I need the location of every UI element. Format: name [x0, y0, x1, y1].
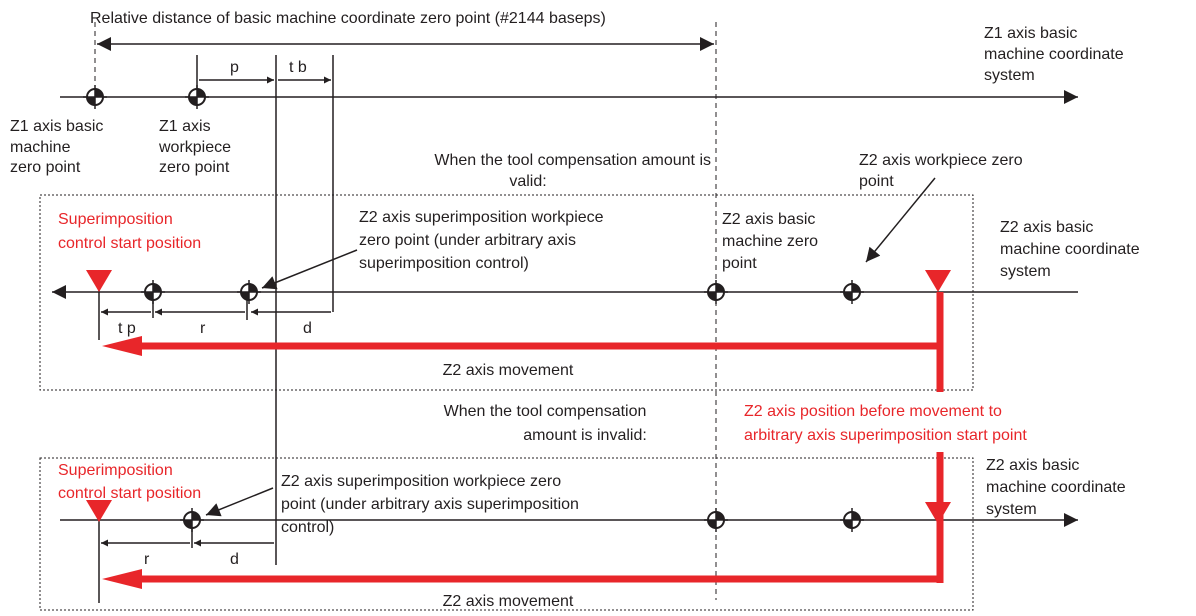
svg-text:Z1 axis basic: Z1 axis basic: [10, 118, 103, 135]
z2-movement-arrowhead-2: [102, 569, 142, 589]
z2-coord-system-label-2: Z2 axis basic machine coordinate system: [986, 457, 1126, 518]
r-label-2: r: [144, 551, 150, 568]
z2-workpiece-zero-symbol-left: [140, 279, 166, 305]
r-label-1: r: [200, 320, 206, 337]
svg-text:control start position: control start position: [58, 485, 201, 502]
svg-text:Z2 axis position before movem: Z2 axis position before movement to: [744, 403, 1002, 420]
z2-sup-wp-zero-pointer-2: [205, 487, 274, 517]
svg-text:Z1 axis basic: Z1 axis basic: [984, 25, 1077, 42]
baseps-label: Relative distance of basic machine coord…: [90, 10, 606, 27]
svg-text:Superimposition: Superimposition: [58, 462, 173, 479]
d-label-2: d: [230, 551, 239, 568]
svg-text:machine coordinate: machine coordinate: [984, 46, 1124, 63]
superimposition-start-marker-1: [86, 270, 112, 292]
tb-label: t b: [289, 59, 307, 76]
svg-text:When the tool compensation: When the tool compensation: [444, 403, 647, 420]
svg-text:machine: machine: [10, 139, 71, 156]
svg-text:point (under arbitrary axis su: point (under arbitrary axis superimposit…: [281, 496, 579, 513]
svg-text:point: point: [859, 173, 894, 190]
invalid-case-box: [39, 457, 974, 611]
p-label: p: [230, 59, 239, 76]
svg-text:valid:: valid:: [509, 173, 546, 190]
z2-movement-arrowhead-1: [102, 336, 142, 356]
z2-position-before-label: Z2 axis position before movement to arbi…: [744, 403, 1027, 444]
tp-label: t p: [118, 320, 136, 337]
z2-workpiece-zero-symbol-1: [839, 279, 865, 305]
z2-machine-zero-symbol-1: [703, 279, 729, 305]
svg-text:amount is invalid:: amount is invalid:: [523, 427, 647, 444]
svg-text:When the tool compensation amo: When the tool compensation amount is: [434, 152, 711, 169]
svg-text:Z2 axis basic: Z2 axis basic: [722, 211, 815, 228]
d-label-1: d: [303, 320, 312, 337]
svg-text:machine coordinate: machine coordinate: [1000, 241, 1140, 258]
svg-text:machine coordinate: machine coordinate: [986, 479, 1126, 496]
svg-text:zero point: zero point: [10, 159, 81, 176]
superimposition-start-label-2: Superimposition control start position: [58, 462, 201, 502]
z2-workpiece-zero-label: Z2 axis workpiece zero point: [859, 152, 1023, 190]
invalid-heading: When the tool compensation amount is inv…: [444, 403, 647, 444]
valid-heading: When the tool compensation amount is val…: [434, 152, 711, 190]
svg-text:control start position: control start position: [58, 235, 201, 252]
z2-machine-zero-label: Z2 axis basic machine zero point: [722, 211, 818, 272]
svg-text:machine zero: machine zero: [722, 233, 818, 250]
svg-text:workpiece: workpiece: [158, 139, 231, 156]
z2-coord-system-label-1: Z2 axis basic machine coordinate system: [1000, 219, 1140, 280]
svg-text:Z2 axis basic: Z2 axis basic: [1000, 219, 1093, 236]
svg-text:arbitrary axis superimposition: arbitrary axis superimposition start poi…: [744, 427, 1027, 444]
svg-text:Z2 axis basic: Z2 axis basic: [986, 457, 1079, 474]
z2-workpiece-zero-pointer: [865, 177, 936, 263]
z2-superimposition-workpiece-zero-label-1: Z2 axis superimposition workpiece zero p…: [359, 209, 604, 272]
z2-movement-label-1: Z2 axis movement: [443, 362, 574, 379]
z1-coord-system-label: Z1 axis basic machine coordinate system: [984, 25, 1124, 84]
z2-machine-zero-symbol-2: [703, 507, 729, 533]
z2-superimposition-workpiece-zero-label-2: Z2 axis superimposition workpiece zero p…: [281, 473, 579, 536]
z2-current-position-marker-1: [925, 270, 951, 292]
svg-text:control): control): [281, 519, 334, 536]
svg-text:point: point: [722, 255, 757, 272]
svg-text:zero point (under arbitrary ax: zero point (under arbitrary axis: [359, 232, 576, 249]
svg-text:Z1 axis: Z1 axis: [159, 118, 211, 135]
z2-sup-wp-zero-symbol-1: [236, 279, 262, 305]
svg-text:Z2 axis workpiece zero: Z2 axis workpiece zero: [859, 152, 1023, 169]
svg-text:zero point: zero point: [159, 159, 230, 176]
z2-sup-wp-zero-symbol-2: [179, 507, 205, 533]
z2-workpiece-zero-symbol-2: [839, 507, 865, 533]
z1-workpiece-zero-label: Z1 axis workpiece zero point: [158, 118, 231, 176]
svg-text:system: system: [986, 501, 1037, 518]
svg-text:Z2 axis superimposition workpi: Z2 axis superimposition workpiece: [359, 209, 604, 226]
z1-machine-zero-label: Z1 axis basic machine zero point: [10, 118, 103, 176]
svg-text:Z2 axis superimposition workpi: Z2 axis superimposition workpiece zero: [281, 473, 561, 490]
superimposition-start-marker-2: [86, 500, 112, 522]
superimposition-start-label-1: Superimposition control start position: [58, 211, 201, 252]
z1-workpiece-zero-symbol: [184, 84, 210, 110]
z2-movement-label-2: Z2 axis movement: [443, 593, 574, 610]
z1-machine-zero-symbol: [82, 84, 108, 110]
svg-text:system: system: [1000, 263, 1051, 280]
svg-text:superimposition control): superimposition control): [359, 255, 529, 272]
svg-text:system: system: [984, 67, 1035, 84]
z2-sup-wp-zero-pointer-1: [261, 249, 358, 290]
svg-text:Superimposition: Superimposition: [58, 211, 173, 228]
